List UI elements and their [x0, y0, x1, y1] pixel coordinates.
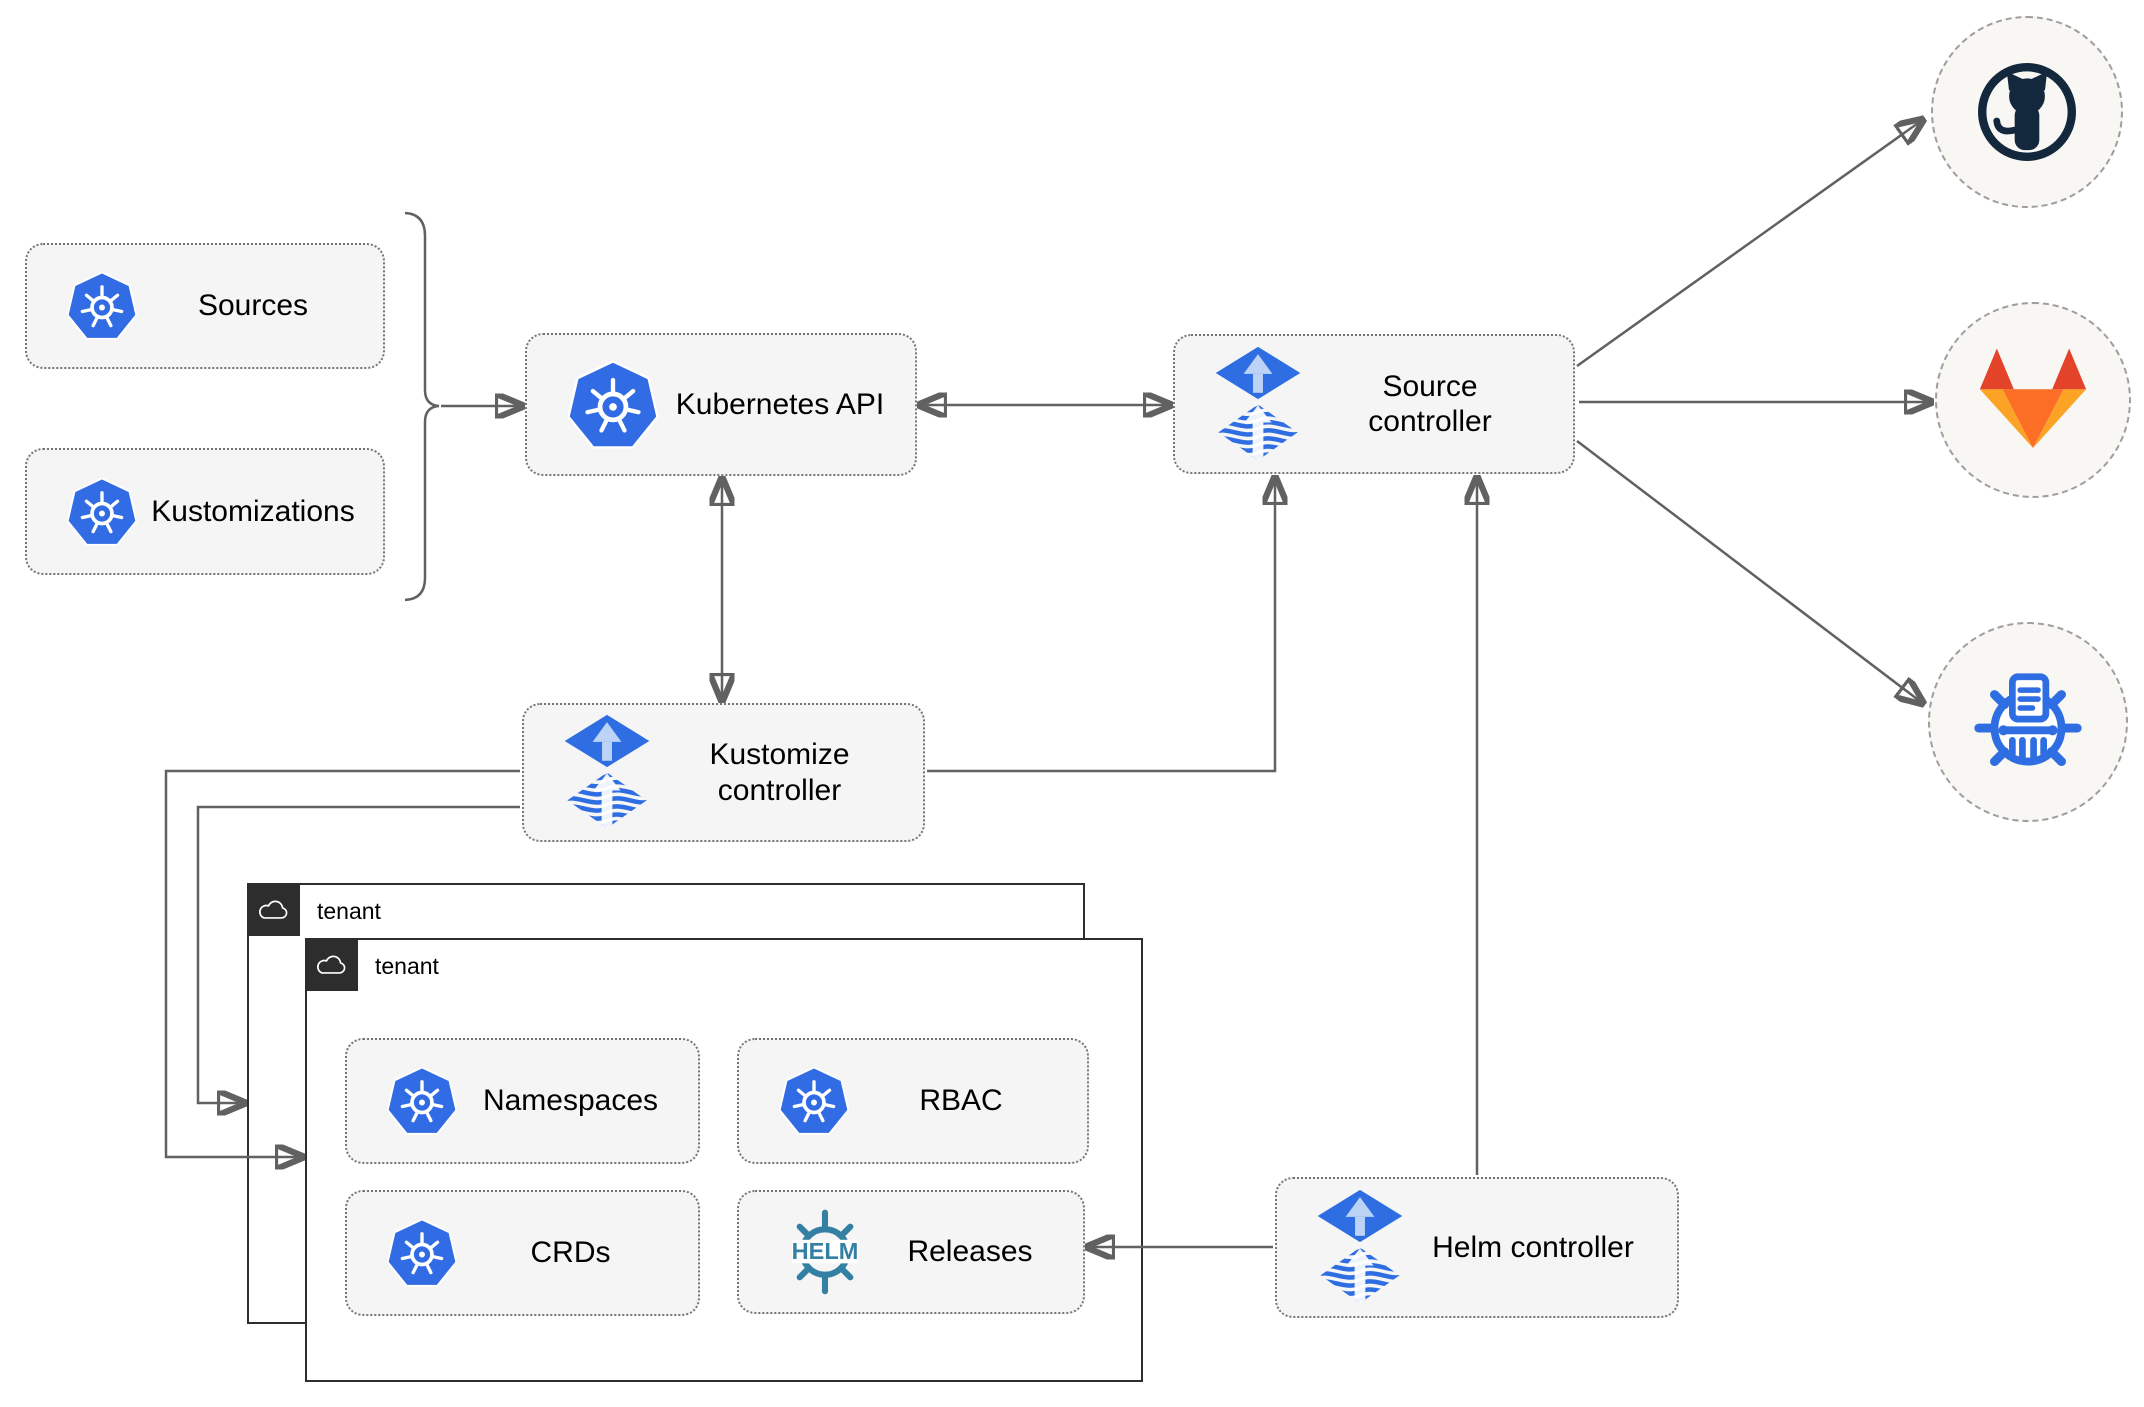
node-label-sources: Sources — [197, 289, 309, 323]
flux-icon — [562, 713, 652, 832]
node-label-rbac: RBAC — [919, 1084, 1003, 1118]
kubernetes-icon — [65, 475, 139, 549]
kubernetes-icon — [65, 269, 139, 343]
node-label-kustomizations: Kustomizations — [151, 494, 355, 528]
node-label-source-controller: Source controller — [1368, 369, 1492, 438]
node-kustomizations: Kustomizations — [25, 448, 385, 575]
edge-source-controller-to-github — [1576, 121, 1921, 368]
node-namespaces: Namespaces — [345, 1038, 700, 1164]
edge-source-controller-to-chartmuseum — [1576, 440, 1921, 702]
cloud-icon — [255, 897, 291, 922]
tenant-inner-tab — [304, 937, 358, 991]
brace-sources-group — [404, 211, 440, 602]
node-helm-controller: Helm controller — [1275, 1177, 1679, 1318]
tenant-outer-label: tenant — [317, 898, 381, 924]
helm-icon: HELM — [777, 1204, 873, 1300]
edge-kustomize-controller-to-source-controller — [927, 480, 1275, 773]
helm-logo-text: HELM — [792, 1238, 859, 1264]
cloud-icon — [313, 952, 349, 977]
external-chartmuseum — [1928, 622, 2128, 822]
node-source-controller: Source controller — [1173, 334, 1575, 474]
node-sources: Sources — [25, 243, 385, 369]
node-label-helm-controller: Helm controller — [1432, 1230, 1634, 1264]
node-label-crds: CRDs — [530, 1236, 611, 1270]
flux-icon — [1315, 1188, 1405, 1307]
tenant-outer-tab — [246, 882, 300, 936]
external-github — [1931, 16, 2123, 208]
chartmuseum-icon — [1961, 661, 2095, 784]
github-icon — [1971, 56, 2083, 168]
kubernetes-icon — [385, 1216, 459, 1290]
node-rbac: RBAC — [737, 1038, 1089, 1164]
node-label-kustomize-controller: Kustomize controller — [709, 738, 850, 807]
node-label-namespaces: Namespaces — [482, 1084, 659, 1118]
tenant-inner-label: tenant — [375, 953, 439, 979]
kubernetes-icon — [777, 1064, 851, 1138]
node-releases: HELM Releases — [737, 1190, 1085, 1314]
kubernetes-icon — [565, 357, 661, 453]
kubernetes-icon — [385, 1064, 459, 1138]
node-crds: CRDs — [345, 1190, 700, 1316]
flux-icon — [1213, 345, 1303, 464]
node-label-releases: Releases — [907, 1235, 1033, 1269]
node-label-kubernetes-api: Kubernetes API — [675, 387, 885, 421]
gitlab-icon — [1965, 344, 2101, 457]
external-gitlab — [1935, 302, 2131, 498]
node-kubernetes-api: Kubernetes API — [525, 333, 917, 476]
node-kustomize-controller: Kustomize controller — [522, 703, 925, 842]
